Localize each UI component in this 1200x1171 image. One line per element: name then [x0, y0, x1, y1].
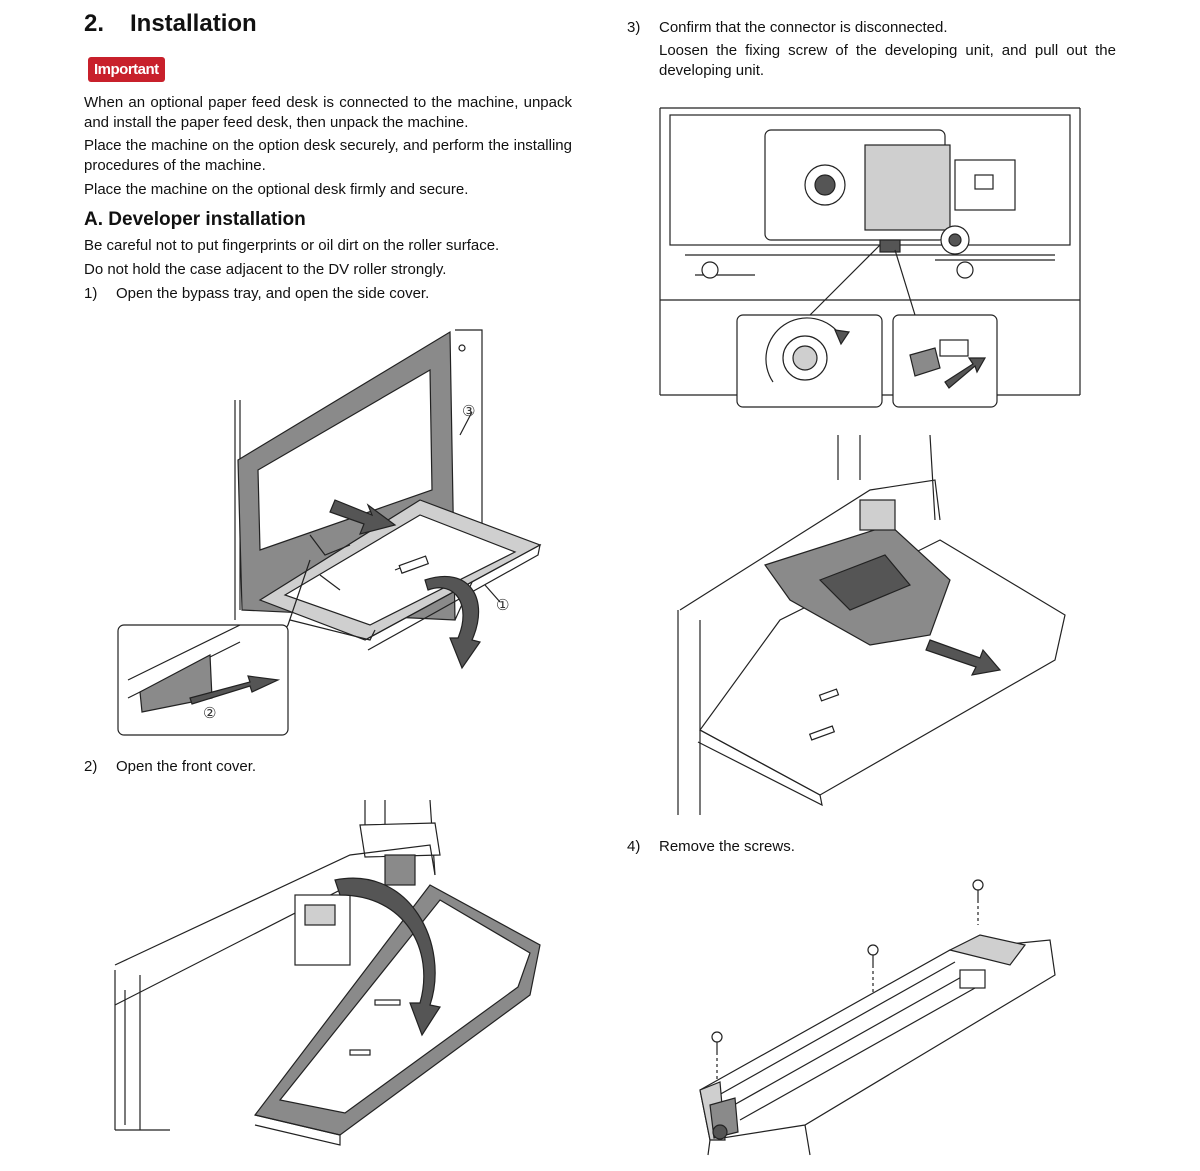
- figure-bypass-tray: ③ ① ②: [117, 329, 542, 736]
- step-3: 3) Confirm that the connector is disconne…: [627, 18, 948, 38]
- label-two: ②: [203, 704, 216, 722]
- intro-paragraph-3: Place the machine on the optional desk f…: [84, 181, 469, 198]
- intro-paragraph-1: When an optional paper feed desk is conn…: [84, 94, 572, 131]
- step-1: 1) Open the bypass tray, and open the sid…: [84, 284, 429, 304]
- step-3-text: Confirm that the connector is disconnect…: [659, 19, 948, 36]
- section-heading: 2. Installation: [84, 10, 257, 38]
- step-2-text: Open the front cover.: [116, 758, 257, 775]
- step-3-extra: Loosen the fixing screw of the developin…: [659, 42, 1116, 79]
- step-1-text: Open the bypass tray, and open the side …: [116, 285, 430, 302]
- label-one: ①: [496, 596, 509, 614]
- figure-connector: [659, 107, 1081, 408]
- figure-pull-out-unit: [677, 434, 1066, 815]
- step-2-number: 2): [84, 758, 98, 775]
- important-badge: Important: [88, 57, 165, 82]
- section-title: Installation: [130, 10, 257, 37]
- note-2: Do not hold the case adjacent to the DV …: [84, 261, 447, 278]
- figure-front-cover: [114, 799, 541, 1146]
- step-2: 2) Open the front cover.: [84, 757, 256, 777]
- step-4-number: 4): [627, 838, 641, 855]
- step-4-text: Remove the screws.: [659, 838, 795, 855]
- subsection-title: A. Developer installation: [84, 209, 306, 230]
- label-three: ③: [462, 402, 475, 420]
- screw-icon-3: [711, 1031, 723, 1080]
- step-1-number: 1): [84, 285, 98, 302]
- intro-paragraph-2: Place the machine on the option desk sec…: [84, 137, 572, 174]
- section-number: 2.: [84, 10, 105, 37]
- screw-icon: [972, 879, 984, 925]
- figure-remove-screws: [699, 879, 1056, 1156]
- note-1: Be careful not to put fingerprints or oi…: [84, 237, 500, 254]
- step-3-number: 3): [627, 19, 641, 36]
- step-4: 4) Remove the screws.: [627, 837, 795, 857]
